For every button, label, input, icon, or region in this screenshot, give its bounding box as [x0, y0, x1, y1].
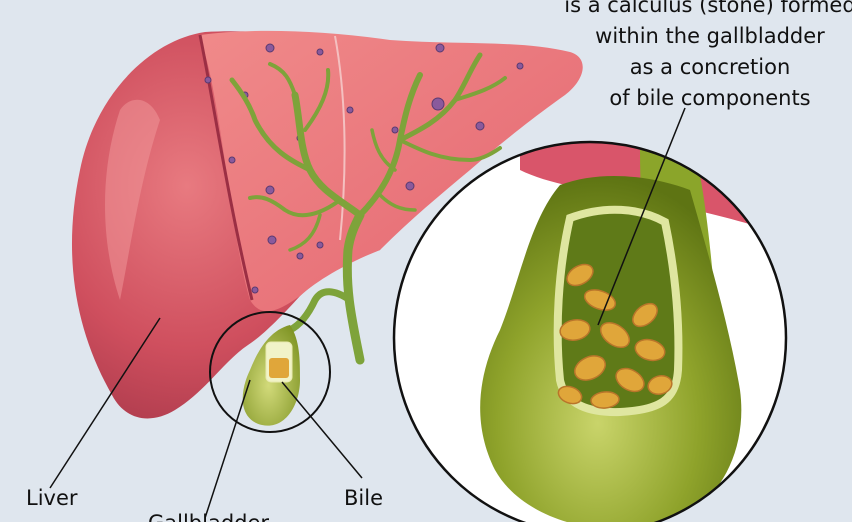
bile-duct-tree [229, 52, 507, 365]
liver-fissure [334, 35, 346, 241]
large-zoom-circle [392, 140, 788, 522]
liver-cell [516, 62, 524, 70]
duct-branch [268, 62, 297, 97]
small-zoom-circle [209, 311, 331, 433]
liver-cell [346, 106, 354, 114]
liver-leader-line [49, 317, 161, 489]
gallstone [574, 355, 606, 381]
liver-cell [435, 43, 445, 53]
liver-cell [475, 121, 485, 131]
liver-cell [265, 43, 275, 53]
common-bile-duct [342, 210, 365, 365]
liver-cell [251, 286, 259, 294]
gallbladder-label: Gallbladder [148, 511, 269, 522]
gallstone [559, 319, 591, 341]
duct-branch [370, 128, 397, 172]
caption-leader-line [597, 107, 686, 326]
duct-branch [288, 213, 322, 252]
magnified-gallbladder [392, 140, 788, 522]
small-gallbladder [209, 311, 331, 433]
duct-branch [303, 68, 331, 132]
liver-cell [265, 185, 275, 195]
liver-highlight [105, 99, 160, 300]
gallstone [590, 391, 620, 409]
liver-cell [204, 76, 212, 84]
caption-line: of bile components [609, 86, 811, 110]
gallstone [599, 321, 631, 349]
duct-branch [453, 76, 507, 102]
gallstone [634, 338, 666, 362]
gallstone [557, 385, 583, 405]
liver-cell [391, 126, 399, 134]
gallstone [632, 302, 658, 328]
caption-line: within the gallbladder [595, 24, 825, 48]
caption-line: as a concretion [629, 55, 791, 79]
gallbladder-leader-line [204, 379, 251, 519]
liver-cell [296, 252, 304, 260]
liver-cell [316, 48, 324, 56]
liver-cell [431, 97, 445, 111]
gallstone [647, 375, 673, 395]
gallstones [557, 263, 673, 409]
small-gallbladder-stones [269, 358, 289, 378]
liver-cell [405, 181, 415, 191]
gallstone [615, 367, 645, 393]
bile-label: Bile [344, 486, 383, 510]
liver-cell [228, 156, 236, 164]
liver-label: Liver [26, 486, 78, 510]
caption-line: is a calculus (stone) formed [564, 0, 852, 17]
caption: is a calculus (stone) formed within the … [520, 0, 852, 114]
duct-branch [229, 77, 313, 173]
gallstone [566, 263, 594, 287]
gallstone [583, 289, 617, 311]
liver-edge-line [198, 34, 254, 301]
liver-cell [316, 241, 324, 249]
duct-branch [398, 138, 502, 162]
cystic-duct [286, 288, 354, 334]
duct-branch [248, 195, 342, 218]
bile-leader-line [281, 381, 363, 479]
duct-branch [378, 193, 417, 212]
liver-cell [267, 235, 277, 245]
leader-lines [49, 107, 686, 519]
